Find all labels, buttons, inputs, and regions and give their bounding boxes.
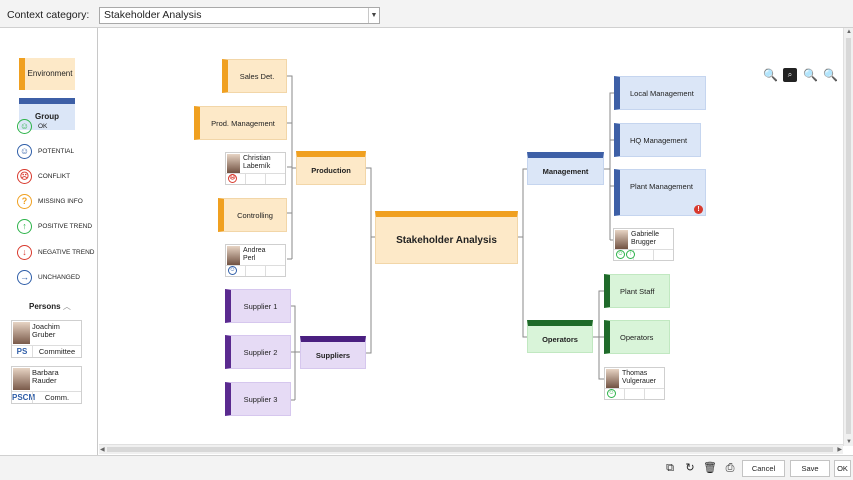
context-category-value: Stakeholder Analysis: [104, 9, 202, 21]
legend-environment: Environment: [19, 58, 75, 90]
delete-icon[interactable]: 🗑: [703, 462, 717, 474]
group-production[interactable]: Production: [296, 151, 366, 185]
legend-status-potential: ☺ POTENTIAL: [17, 143, 74, 159]
zoom-in-icon[interactable]: 🔍: [803, 68, 818, 82]
context-category-select[interactable]: Stakeholder Analysis ▼: [99, 7, 380, 24]
arrow-right-icon: →: [17, 269, 32, 285]
copy-icon[interactable]: ⧉: [666, 462, 674, 474]
avatar: [227, 154, 240, 174]
avatar: [13, 322, 30, 344]
print-icon[interactable]: ⎙: [725, 462, 735, 474]
neutral-face-icon: ☺: [17, 143, 32, 159]
node-operators[interactable]: Operators: [604, 320, 670, 354]
arrow-up-icon: ↑: [17, 218, 32, 234]
horizontal-scroll-thumb[interactable]: [107, 447, 833, 452]
group-suppliers[interactable]: Suppliers: [300, 336, 366, 369]
node-supplier-3[interactable]: Supplier 3: [225, 382, 291, 416]
scroll-down-icon[interactable]: ▼: [846, 439, 852, 445]
node-hq-management[interactable]: HQ Management: [614, 123, 701, 157]
person-initials: PS: [12, 345, 32, 357]
avatar: [227, 246, 240, 266]
warning-icon: !: [694, 205, 703, 214]
conflict-icon: ☹: [228, 174, 237, 183]
person-initials: PSCM: [12, 391, 36, 402]
zoom-out-icon[interactable]: 🔍: [823, 68, 838, 82]
arrow-down-icon: ↓: [17, 244, 32, 260]
node-plant-staff[interactable]: Plant Staff: [604, 274, 670, 308]
connector-lines: [287, 75, 614, 401]
avatar: [615, 230, 628, 250]
persons-header[interactable]: Persons ︿: [29, 302, 71, 311]
diagram-canvas[interactable]: 🔍 ⌕ 🔍 🔍 Sales Det. Prod. Management Chri…: [99, 28, 843, 444]
zoom-page-icon[interactable]: ⌕: [783, 68, 797, 82]
vertical-scroll-thumb[interactable]: [846, 38, 851, 434]
node-sales-det[interactable]: Sales Det.: [222, 59, 287, 93]
potential-icon: ☺: [228, 266, 237, 275]
cancel-button[interactable]: Cancel: [742, 460, 785, 477]
question-icon: ?: [17, 193, 32, 209]
chevron-down-icon[interactable]: ▼: [368, 8, 379, 23]
legend-status-missing-info: ? MISSING INFO: [17, 193, 83, 209]
person-role: Comm.: [32, 391, 81, 403]
context-category-label: Context category:: [7, 9, 90, 21]
frown-icon: ☹: [17, 168, 32, 184]
node-controlling[interactable]: Controlling: [218, 198, 287, 232]
horizontal-scrollbar[interactable]: ◀ ▶: [99, 444, 843, 454]
positive-trend-icon: ↑: [626, 250, 635, 259]
ok-icon: ☺: [616, 250, 625, 259]
header-bar: Context category: Stakeholder Analysis ▼: [0, 0, 853, 28]
group-management[interactable]: Management: [527, 152, 604, 185]
legend-panel: Environment Group ☺ OK ☺ POTENTIAL ☹ CON…: [0, 28, 98, 455]
legend-status-unchanged: → UNCHANGED: [17, 269, 80, 285]
bottom-toolbar: ⧉ ↻ 🗑 ⎙ Cancel Save OK: [0, 455, 853, 480]
chevron-up-icon[interactable]: ︿: [62, 302, 71, 311]
legend-status-conflict: ☹ CONFLIKT: [17, 168, 70, 184]
smile-icon: ☺: [17, 118, 32, 134]
ok-icon: ☺: [607, 389, 616, 398]
ok-button[interactable]: OK: [834, 460, 851, 477]
avatar: [606, 369, 619, 389]
scroll-right-icon[interactable]: ▶: [837, 447, 842, 453]
refresh-icon[interactable]: ↻: [685, 462, 695, 474]
vertical-scrollbar[interactable]: ▲ ▼: [843, 28, 853, 446]
node-local-management[interactable]: Local Management: [614, 76, 706, 110]
avatar: [13, 368, 30, 390]
node-prod-management[interactable]: Prod. Management: [194, 106, 287, 140]
group-operators[interactable]: Operators: [527, 320, 593, 353]
person-role: Committee: [32, 345, 81, 357]
scroll-up-icon[interactable]: ▲: [846, 29, 852, 35]
scroll-left-icon[interactable]: ◀: [100, 447, 105, 453]
node-supplier-1[interactable]: Supplier 1: [225, 289, 291, 323]
zoom-fit-icon[interactable]: 🔍: [763, 68, 778, 82]
legend-status-negative-trend: ↓ NEGATIVE TREND: [17, 244, 94, 260]
legend-status-ok: ☺ OK: [17, 118, 47, 134]
node-supplier-2[interactable]: Supplier 2: [225, 335, 291, 369]
node-plant-management[interactable]: Plant Management: [614, 169, 706, 216]
save-button[interactable]: Save: [790, 460, 830, 477]
node-stakeholder-analysis[interactable]: Stakeholder Analysis: [375, 211, 518, 264]
legend-status-positive-trend: ↑ POSITIVE TREND: [17, 218, 92, 234]
